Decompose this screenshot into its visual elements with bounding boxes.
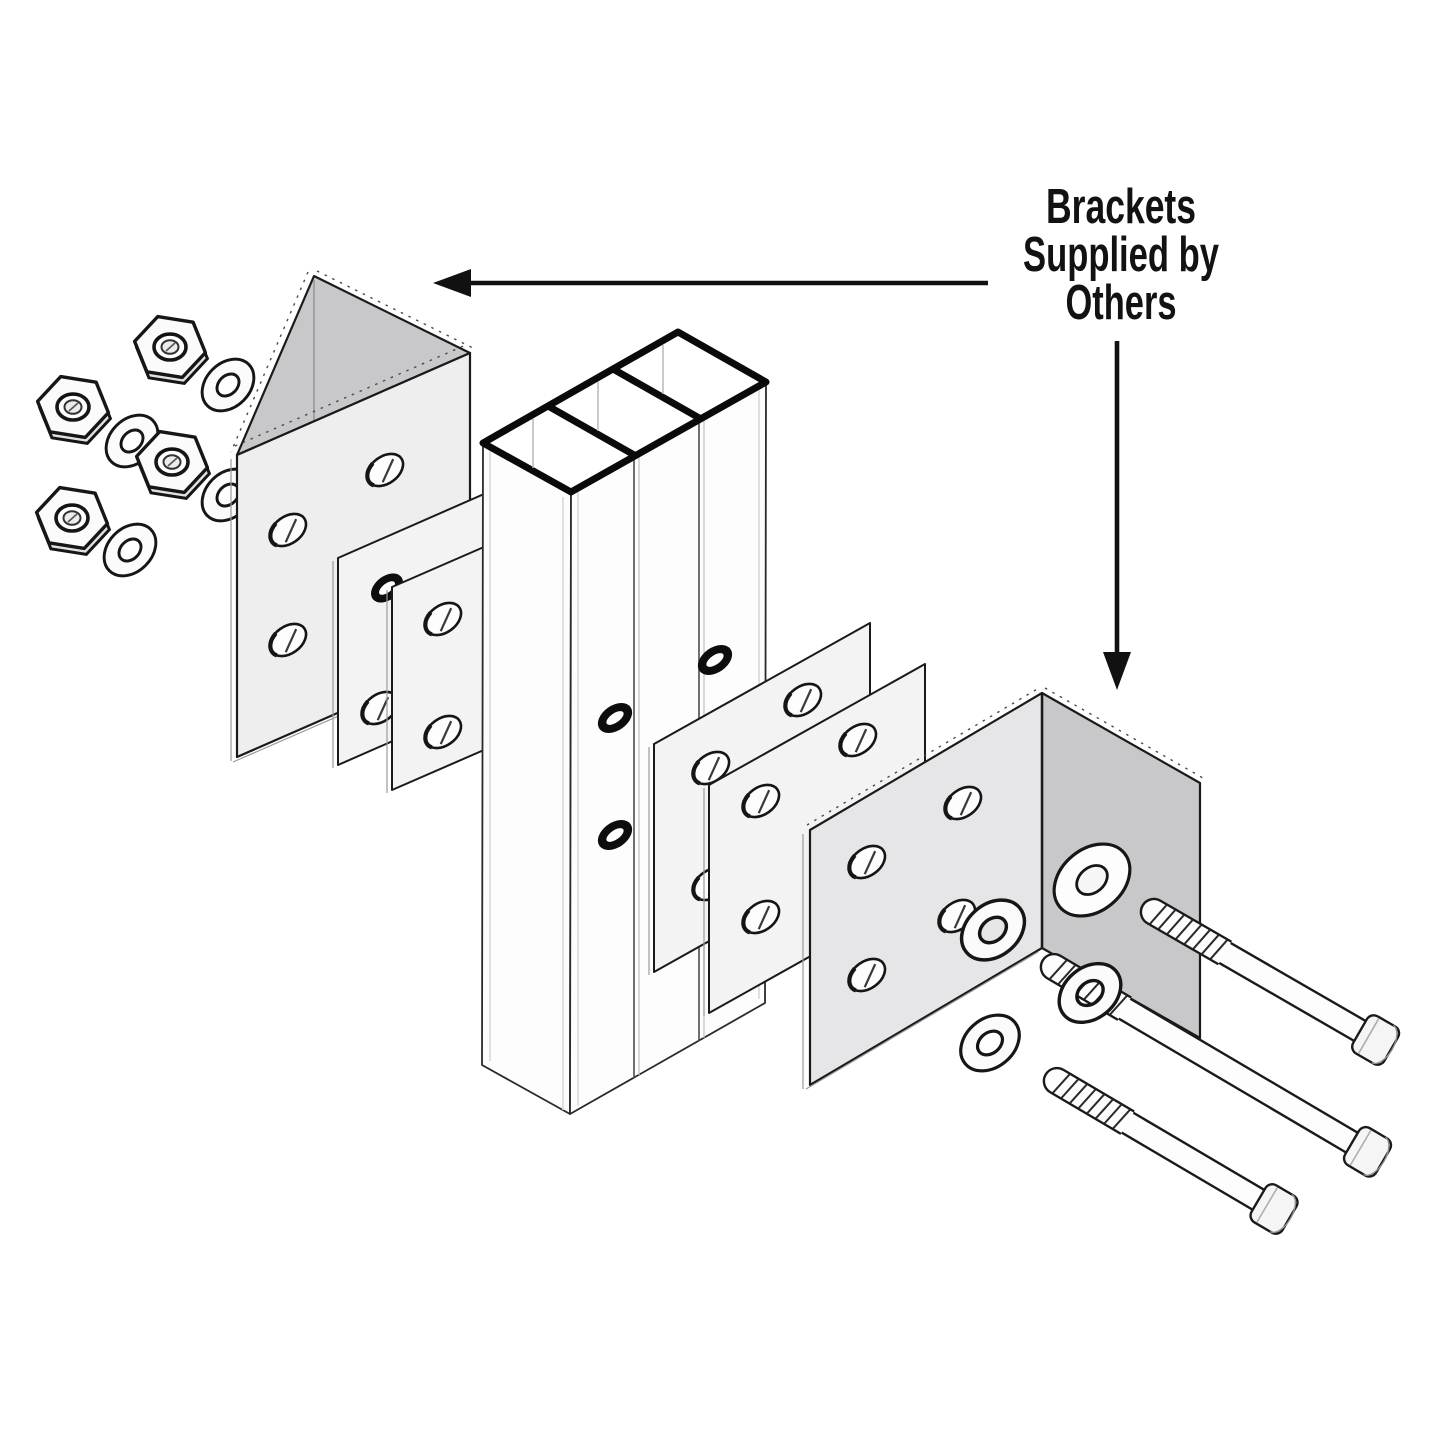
- arrow-to-left-bracket-icon: [433, 269, 988, 297]
- hex-bolt: [1037, 1062, 1299, 1235]
- annotation-line-3: Others: [1066, 276, 1177, 330]
- left-filler-plates: [332, 486, 501, 793]
- hex-nut-icon: [34, 485, 112, 557]
- large-clearance-hole: [1052, 842, 1132, 918]
- hex-bolt: [1034, 948, 1393, 1178]
- annotation-label: Brackets Supplied by Others: [1023, 180, 1219, 330]
- hex-nut-icon: [132, 314, 210, 386]
- arrow-to-right-bracket-icon: [1103, 341, 1131, 690]
- annotation-line-1: Brackets: [1046, 180, 1196, 234]
- right-angle-bracket: [802, 687, 1204, 1090]
- washer-icon: [948, 1002, 1032, 1084]
- hardware-cluster: [34, 314, 266, 588]
- hex-bolt: [1134, 893, 1401, 1066]
- annotation-line-2: Supplied by: [1023, 228, 1219, 282]
- hex-nut-icon: [35, 374, 113, 446]
- hex-bolts: [1034, 893, 1401, 1235]
